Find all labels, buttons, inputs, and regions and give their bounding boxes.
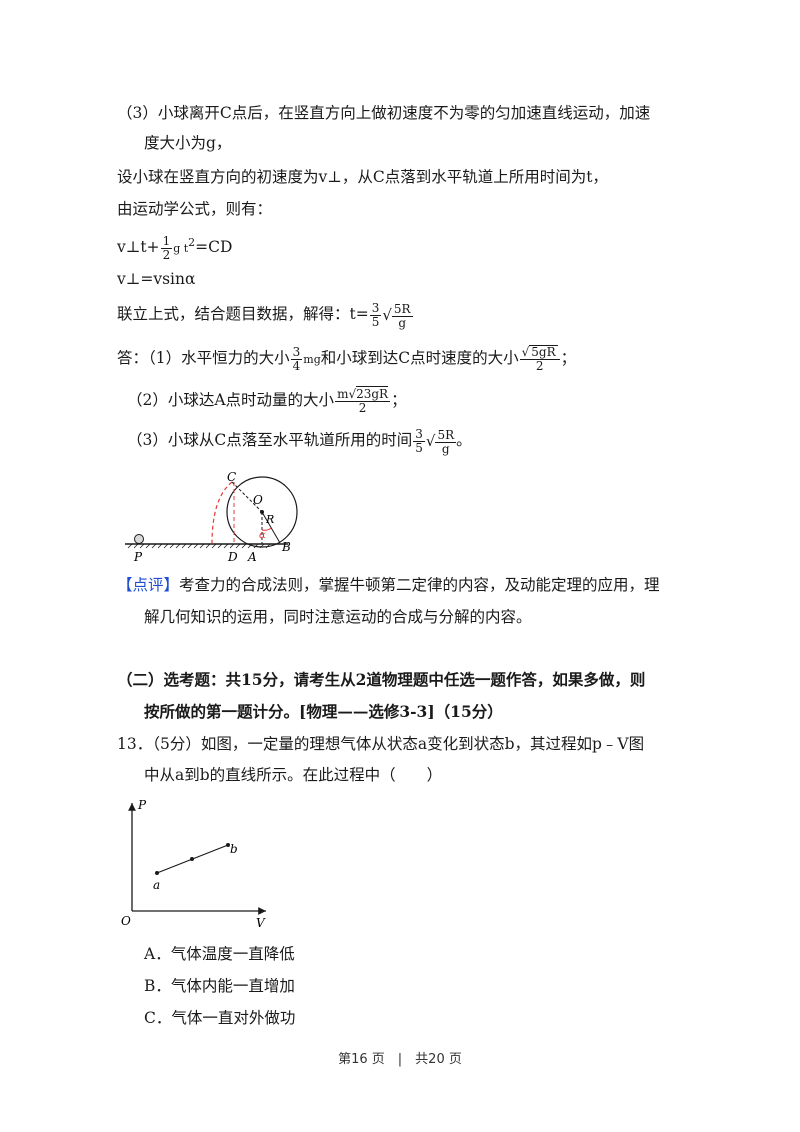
- section-heading: 按所做的第一题计分。[物理——选修3-3]（15分）: [144, 702, 503, 721]
- text-line: 度大小为g，: [144, 134, 232, 152]
- ball: [134, 534, 144, 544]
- label-state-a: a: [153, 878, 160, 892]
- label-A: A: [247, 550, 257, 564]
- question-13: 13．（5分）如图，一定量的理想气体从状态a变化到状态b，其过程如p﹣V图: [117, 735, 645, 753]
- trajectory-arc: [211, 481, 233, 545]
- label-C: C: [227, 470, 236, 484]
- text-line: （3）小球离开C点后，在竖直方向上做初速度不为零的匀加速直线运动，加速: [117, 104, 651, 122]
- option-A: A．气体温度一直降低: [144, 945, 295, 963]
- text-line: 由运动学公式，则有：: [117, 200, 273, 218]
- label-p-axis: P: [137, 798, 147, 812]
- comment-line: 【点评】考查力的合成法则，掌握牛顿第二定律的内容，及动能定理的应用，理: [117, 576, 660, 594]
- section-heading: （二）选考题：共15分，请考生从2道物理题中任选一题作答，如果多做，则: [117, 670, 646, 689]
- label-P: P: [133, 550, 143, 564]
- comment-tag: 【点评】: [117, 576, 180, 594]
- label-D: D: [227, 550, 238, 564]
- label-state-b: b: [230, 842, 238, 856]
- label-R: R: [265, 513, 274, 526]
- comment-line: 解几何知识的运用，同时注意运动的合成与分解的内容。: [144, 608, 532, 626]
- circular-track: [226, 476, 298, 548]
- page-footer: 第16 页 | 共20 页: [338, 1052, 462, 1067]
- label-origin: O: [121, 914, 131, 928]
- label-alpha: α: [259, 530, 266, 541]
- option-C: C．气体一直对外做功: [144, 1009, 296, 1027]
- pv-graph: P V O a b: [121, 798, 266, 930]
- label-O: O: [253, 493, 263, 507]
- equation-velocity: v⊥=vsinα: [117, 270, 196, 288]
- label-v-axis: V: [256, 916, 266, 930]
- question-13: 中从a到b的直线所示。在此过程中（ ）: [144, 766, 443, 784]
- option-B: B．气体内能一直增加: [144, 977, 295, 995]
- text-line: 设小球在竖直方向的初速度为v⊥，从C点落到水平轨道上所用时间为t，: [117, 168, 608, 186]
- track-diagram: C O R α P D A B: [125, 470, 298, 564]
- label-B: B: [281, 540, 291, 554]
